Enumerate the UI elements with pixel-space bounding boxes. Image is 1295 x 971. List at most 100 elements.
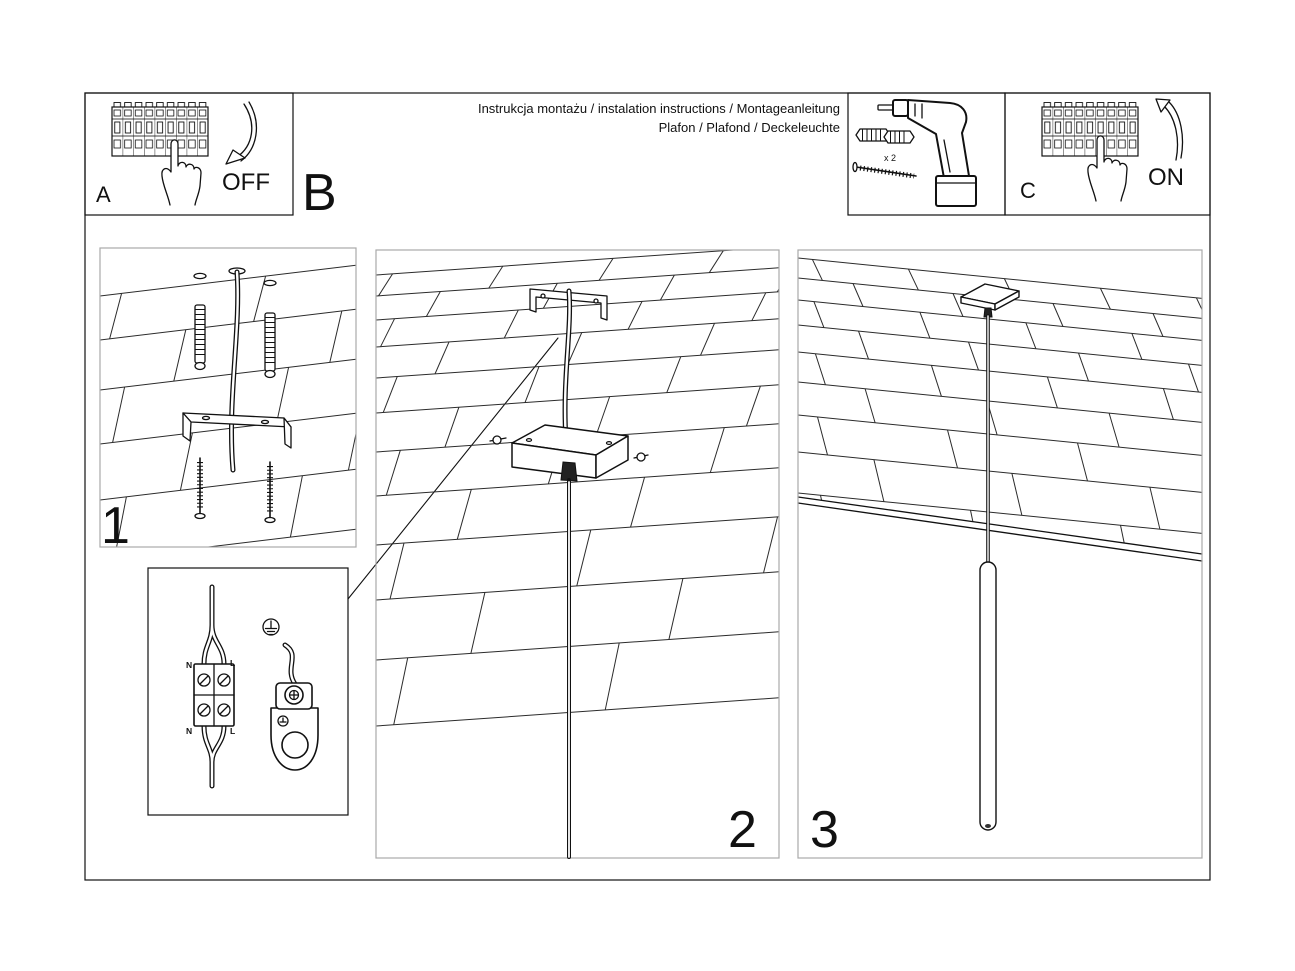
ceiling-edge (797, 496, 1203, 555)
screw-icon (852, 161, 917, 179)
mounting-bracket-icon (529, 288, 608, 321)
plank-joint-line (1188, 363, 1199, 393)
plank-course-line (798, 257, 1202, 299)
plank-joint-line (595, 396, 611, 437)
header-subtitle: Plafon / Plafond / Deckeleuchte (659, 120, 840, 135)
step-a-letter: A (96, 182, 111, 207)
plank-course-line (376, 267, 779, 297)
plank-joint-line (116, 496, 127, 547)
plank-joint-line (276, 367, 290, 423)
plank-course-line (100, 468, 356, 501)
circuit-breaker-panel-icon (1041, 101, 1139, 157)
plank-joint-line (380, 318, 396, 347)
plank-joint-line (852, 283, 864, 307)
step-c-letter: C (1020, 178, 1036, 203)
drill-icon (877, 99, 977, 207)
plank-course-line (798, 324, 1202, 366)
plank-joint-line (1025, 322, 1037, 349)
inset-border (147, 567, 349, 816)
plank-course-line (798, 492, 1202, 534)
arrow-up-icon (1155, 98, 1184, 161)
plank-joint-line (952, 293, 964, 317)
plank-joint-line (1149, 487, 1161, 530)
plank-joint-line (444, 407, 460, 448)
plank-joint-line (1131, 333, 1143, 360)
earth-symbol-icon (262, 618, 280, 636)
ceiling-planks (100, 264, 356, 547)
plank-course-line (100, 358, 356, 391)
plank-course-line (798, 451, 1202, 493)
plank-joint-line (919, 312, 931, 339)
step-number-1: 1 (101, 497, 130, 555)
earth-wire (282, 642, 298, 687)
plank-course-line (376, 631, 779, 661)
plank-course-line (798, 414, 1202, 456)
plank-joint-line (604, 642, 620, 711)
wall-plug-icon (264, 312, 276, 379)
plank-joint-line (817, 416, 828, 456)
plank-joint-line (393, 657, 409, 725)
plank-joint-line (811, 259, 823, 281)
plank-joint-line (1208, 456, 1218, 494)
plank-joint-line (1077, 442, 1088, 482)
plank-joint-line (820, 495, 831, 544)
plank-joint-line (1152, 313, 1164, 337)
neutral-label-top: N (186, 660, 192, 670)
plank-joint-line (814, 353, 826, 385)
plank-joint-line (1046, 376, 1058, 409)
plank-joint-line (1078, 352, 1089, 382)
ceiling-hole (263, 279, 277, 287)
plank-joint-line (659, 274, 675, 301)
live-label-top: L (230, 658, 235, 668)
step-number-3: 3 (810, 801, 839, 859)
plank-course-line (376, 571, 779, 601)
step-3-panel: 3 (797, 249, 1218, 859)
wall-plug-icon (194, 304, 206, 371)
plank-joint-line (1011, 473, 1023, 516)
plank-course-line (798, 351, 1202, 393)
plank-course-line (204, 528, 356, 547)
step-c-border (1004, 92, 1211, 216)
canopy-icon (960, 283, 1020, 318)
plank-joint-line (1052, 303, 1064, 327)
plank-joint-line (858, 330, 869, 360)
tube-lamp-icon (979, 561, 997, 831)
step-a-box: A OFF (84, 92, 294, 216)
plank-course-line (376, 291, 779, 321)
plank-joint-line (864, 388, 876, 423)
plank-joint-line (382, 376, 398, 413)
step-c-box: C ON (1004, 92, 1211, 216)
plank-course-line (100, 264, 356, 297)
plank-joint-line (1162, 388, 1174, 420)
plank-joint-line (385, 450, 401, 496)
live-label-bottom: L (230, 726, 235, 736)
terminal-block-icon (193, 663, 235, 727)
plank-joint-line (947, 429, 958, 469)
plank-joint-line (666, 356, 682, 393)
plank-joint-line (970, 510, 981, 554)
plank-joint-line (112, 386, 126, 443)
step-number-2: 2 (728, 801, 757, 859)
step-3-border (797, 249, 1203, 859)
plank-course-line (798, 381, 1202, 423)
plank-joint-line (567, 332, 583, 365)
plank-joint-line (907, 268, 919, 291)
step-1-panel: 1 (99, 247, 357, 555)
plank-course-line (798, 299, 1202, 341)
supply-wires (201, 584, 227, 789)
plank-joint-line (576, 529, 592, 587)
plank-course-line (100, 412, 356, 445)
cable (562, 288, 573, 443)
leader-line (347, 337, 559, 600)
plank-joint-line (434, 341, 450, 375)
plank-course-line (376, 697, 779, 727)
plank-course-line (376, 318, 779, 348)
plank-joint-line (109, 293, 123, 339)
plank-joint-line (524, 366, 540, 403)
plank-joint-line (389, 542, 405, 600)
on-label: ON (1148, 164, 1184, 191)
canopy-icon (511, 424, 629, 482)
ceiling-edge (797, 502, 1203, 562)
plank-joint-line (813, 301, 825, 328)
